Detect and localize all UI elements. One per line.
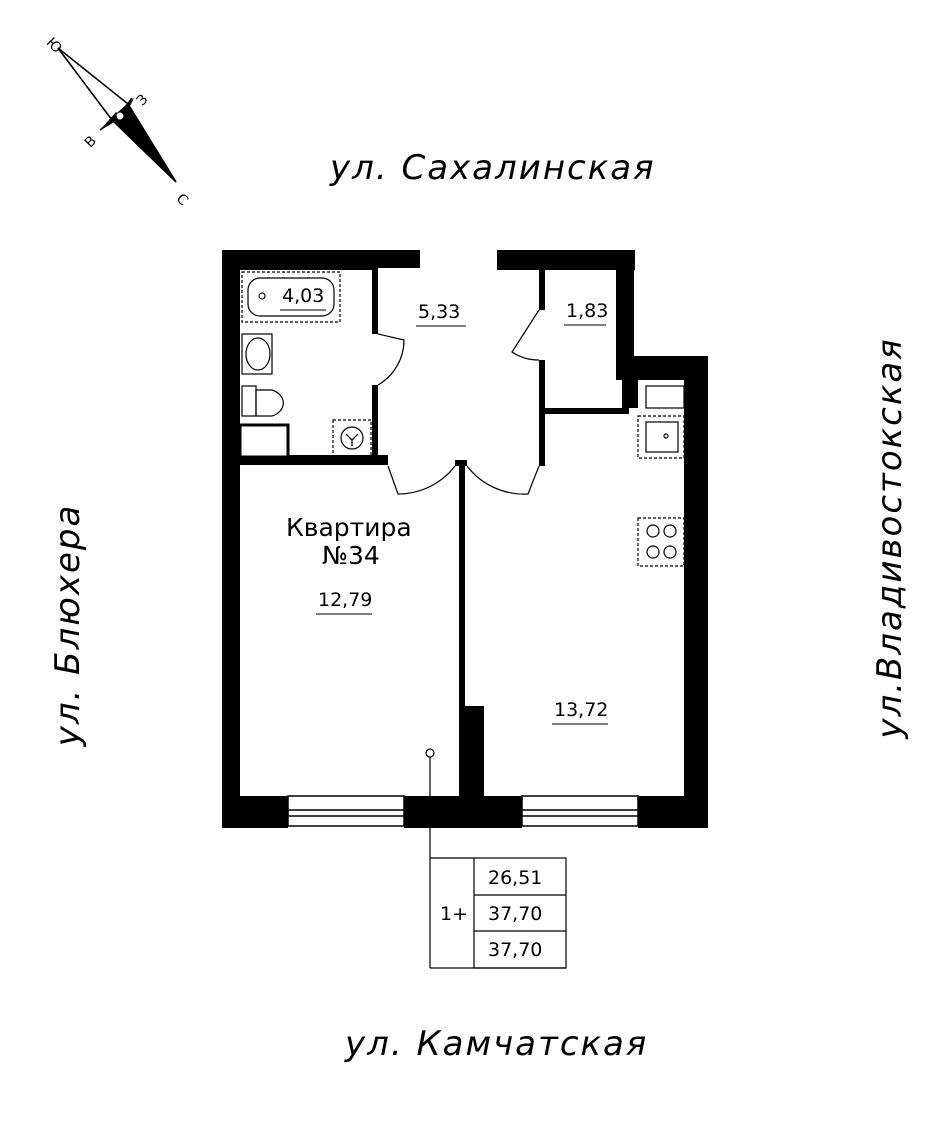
washing-machine-icon: [332, 419, 372, 457]
room-hallway-area: 5,33: [418, 301, 460, 323]
compass-west-label: З: [134, 92, 152, 110]
doors: [377, 309, 540, 495]
apartment-number: №34: [322, 541, 380, 570]
windows: [287, 795, 639, 827]
compass-north-label: С: [173, 191, 191, 209]
kitchen-sink-icon: [637, 415, 685, 459]
socket-marker-icon: [425, 748, 435, 758]
apartment-title: Квартира: [286, 513, 412, 542]
total-area-balcony-value: 37,70: [488, 939, 542, 961]
street-bottom: ул. Камчатская: [345, 1024, 649, 1064]
washbasin-icon: [241, 333, 273, 375]
street-top: ул. Сахалинская: [330, 148, 656, 188]
room-bedroom-area: 12,79: [318, 589, 372, 611]
compass-east-label: В: [82, 133, 100, 151]
bathtub-icon: [241, 271, 341, 323]
apartment-type: 1+: [440, 903, 468, 925]
room-storage-area: 1,83: [566, 300, 608, 322]
total-area-value: 37,70: [488, 903, 542, 925]
toilet-icon: [241, 385, 257, 417]
area-summary-table: [430, 857, 567, 969]
fixtures: [241, 271, 685, 968]
compass-icon: Ю З В С: [43, 35, 191, 209]
room-bathroom-area: 4,03: [282, 285, 324, 307]
walls: [222, 250, 708, 828]
room-kitchen-living-area: 13,72: [554, 699, 608, 721]
living-area-value: 26,51: [488, 867, 542, 889]
stove-icon: [637, 517, 685, 567]
